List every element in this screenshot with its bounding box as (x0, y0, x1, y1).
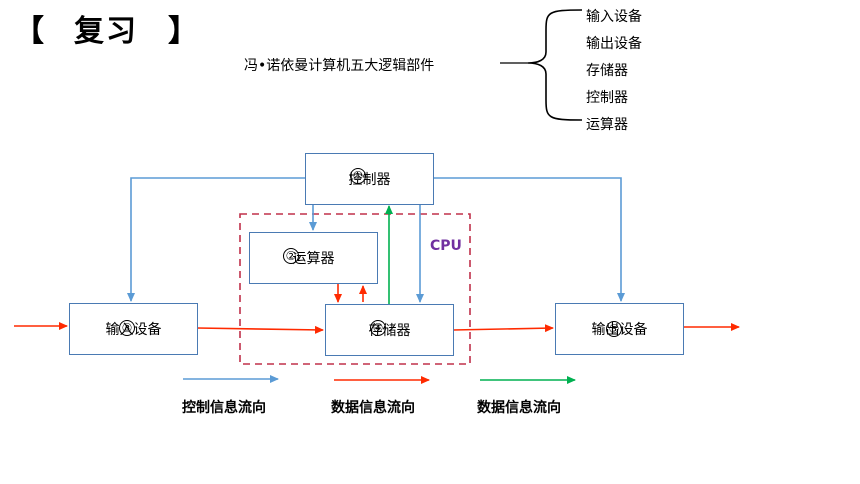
output-device-box: 输出设备 (555, 303, 684, 355)
control-to-output-line (433, 177, 625, 302)
component-memory: 存储器 (586, 63, 628, 79)
input-device-box: 输入设备 (69, 303, 198, 355)
components-list: 输入设备 输出设备 存储器 控制器 运算器 (586, 4, 642, 139)
memory-box: 存储器 (325, 304, 454, 356)
cpu-label: CPU (430, 238, 462, 254)
controller-box: 控制器 (305, 153, 434, 205)
component-alu: 运算器 (586, 117, 628, 133)
input-device-number: ③ (119, 320, 135, 336)
title-close-bracket: 】 (168, 14, 200, 49)
output-device-number: ⑤ (606, 321, 622, 337)
title-text: 复习 (74, 14, 138, 49)
alu-label: 运算器 (292, 251, 335, 267)
curly-brace (527, 9, 583, 121)
five-components-summary: 冯•诺依曼计算机五大逻辑部件 (244, 58, 435, 74)
control-to-input-line (127, 177, 306, 302)
component-output-device: 输出设备 (586, 36, 642, 52)
page-title: 【复习】 (14, 6, 200, 50)
memory-number: ④ (370, 320, 386, 336)
controller-number: ① (350, 168, 366, 184)
input-to-memory-line (196, 325, 324, 334)
legend-data-red-label: 数据信息流向 (331, 400, 415, 416)
component-controller: 控制器 (586, 90, 628, 106)
alu-number: ② (283, 248, 299, 264)
memory-to-output-line (452, 324, 554, 333)
cpu-boundary (239, 213, 471, 365)
alu-box: 运算器 (249, 232, 378, 284)
legend-control-label: 控制信息流向 (182, 400, 266, 416)
component-input-device: 输入设备 (586, 9, 642, 25)
title-open-bracket: 【 (14, 14, 46, 49)
legend-data-green-label: 数据信息流向 (477, 400, 561, 416)
